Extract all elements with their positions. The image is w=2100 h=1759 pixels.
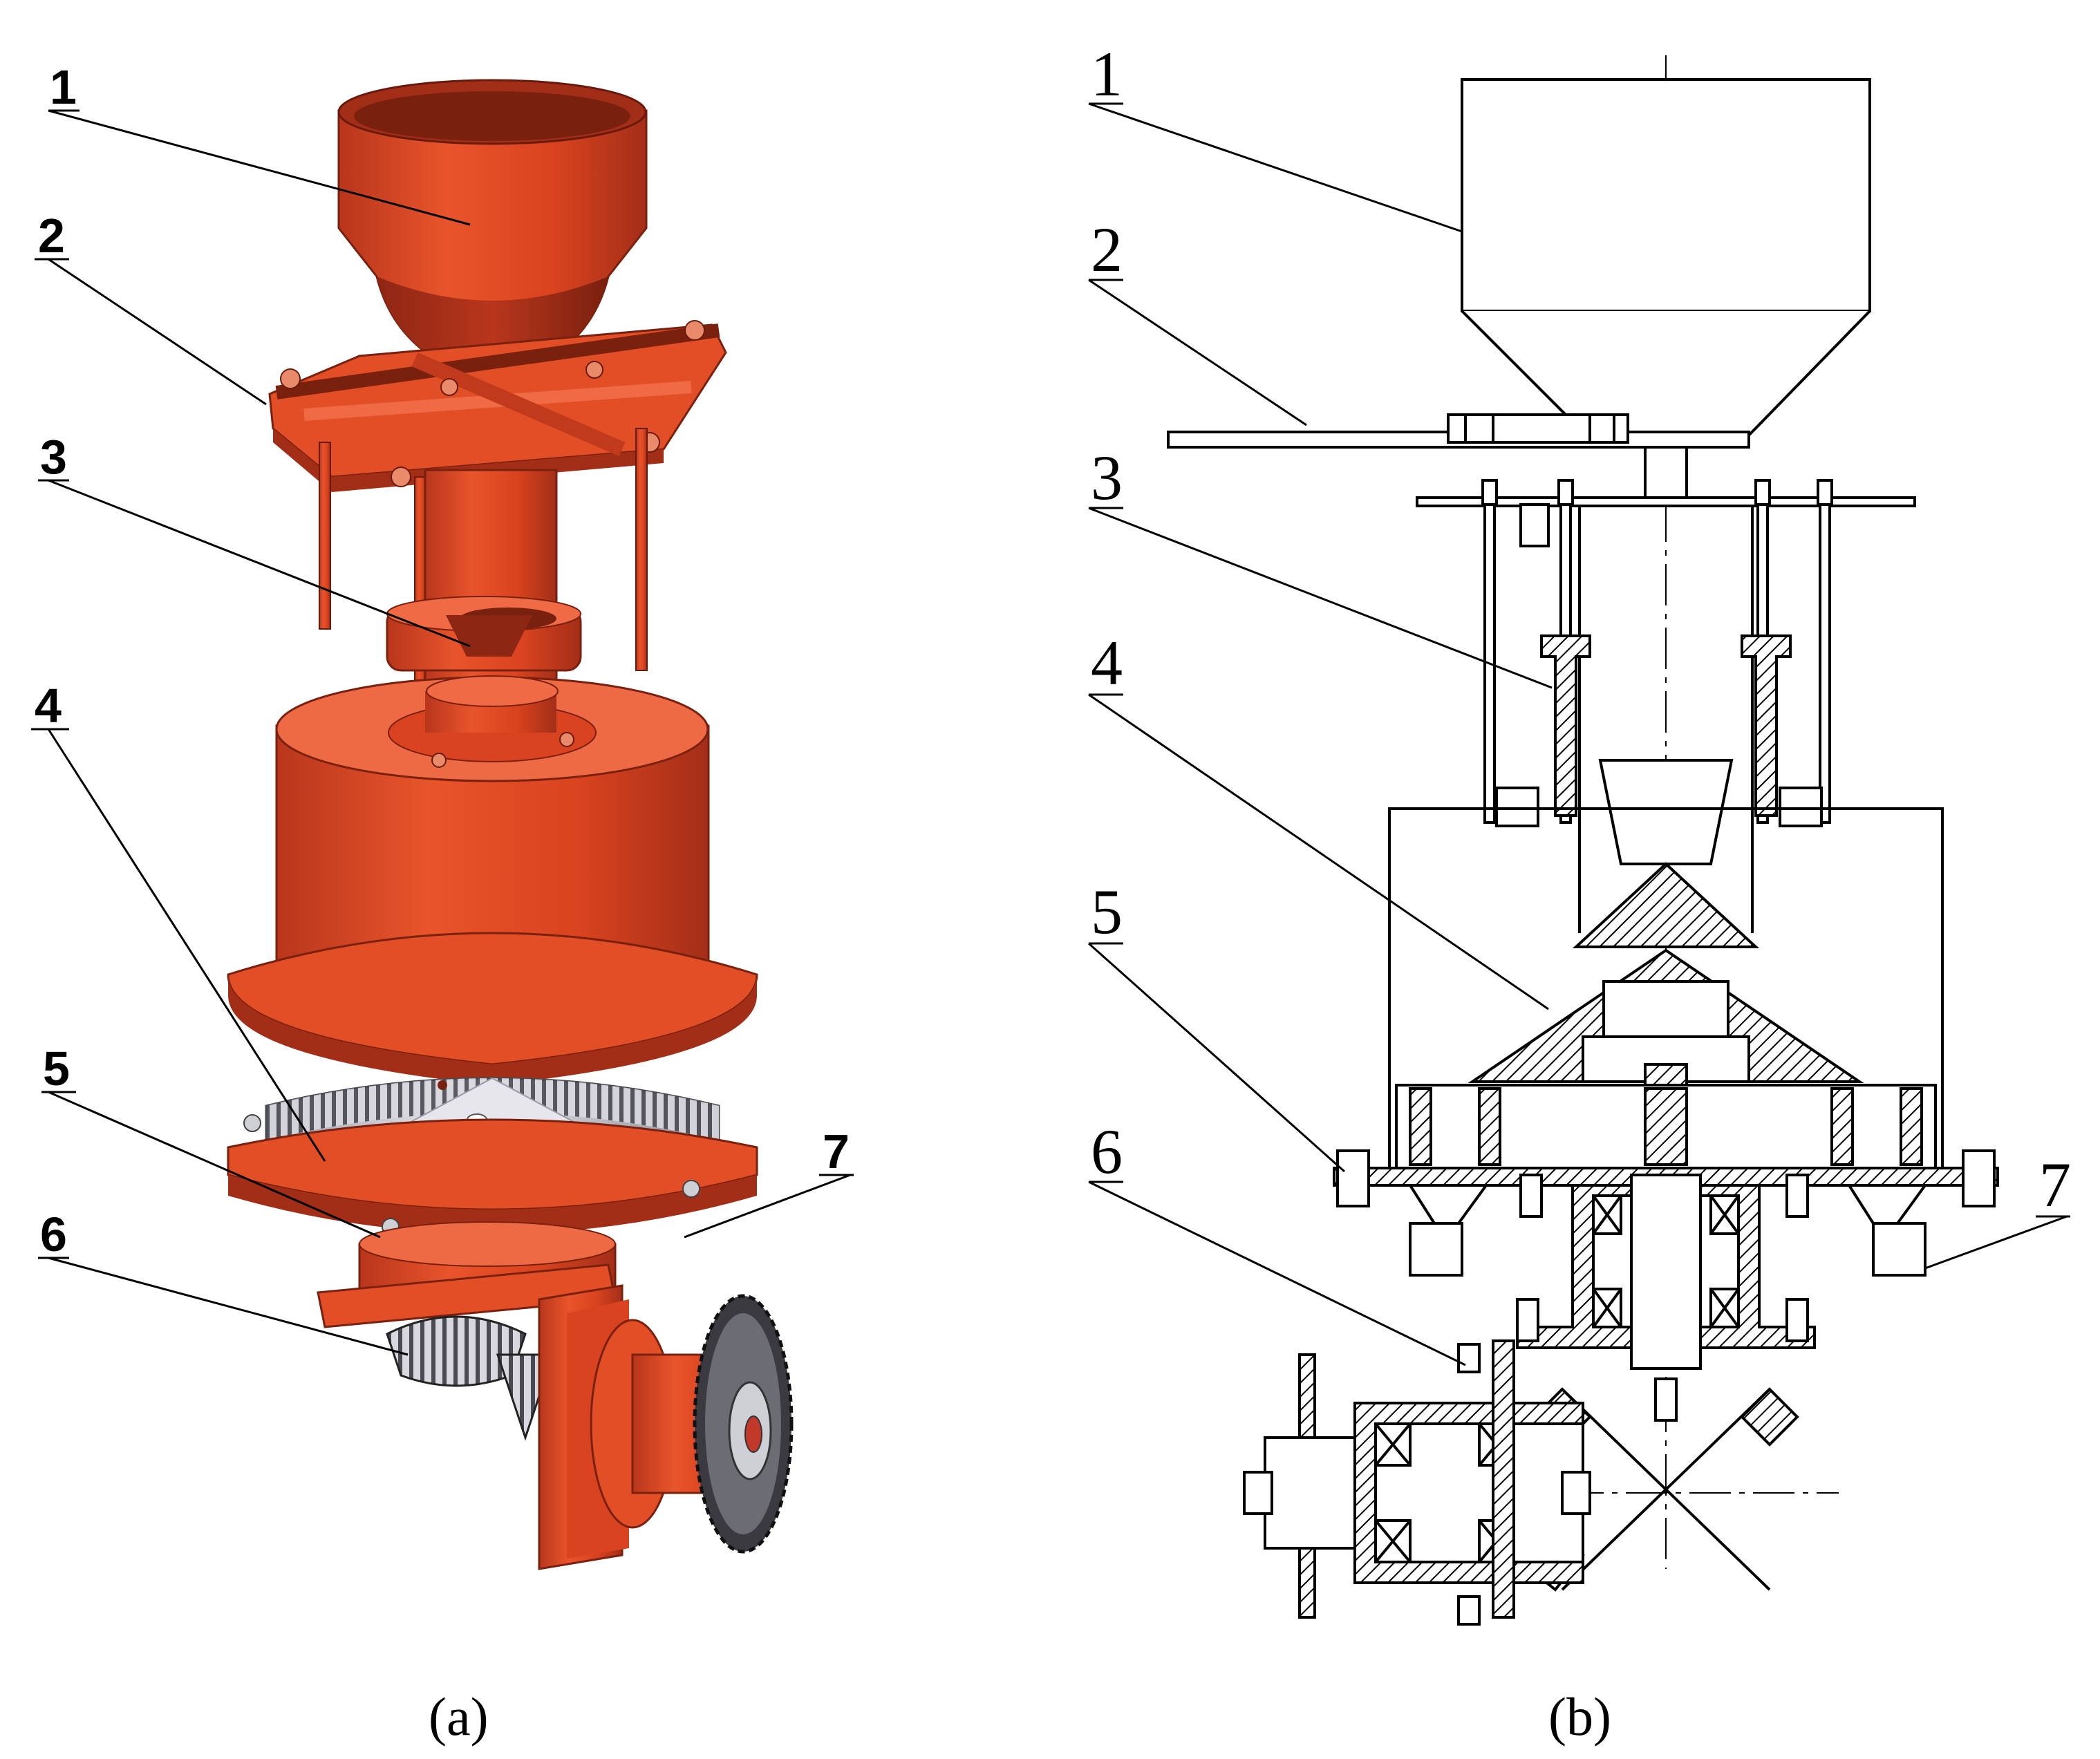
label-a-1: 1 <box>50 60 77 114</box>
label-a-6: 6 <box>40 1207 67 1261</box>
hopper-section <box>1461 78 1871 499</box>
leaders-b <box>1088 102 2068 1366</box>
label-b-3: 3 <box>1091 442 1123 513</box>
leaders-a <box>47 109 851 1356</box>
panel-b-drawing <box>1088 55 2070 1626</box>
label-b-1: 1 <box>1091 39 1123 109</box>
labels-panel-b: 1 2 3 4 5 6 7 (b) <box>1091 39 2071 1747</box>
label-b-6: 6 <box>1091 1116 1123 1187</box>
label-a-3: 3 <box>40 430 67 484</box>
label-a-2: 2 <box>38 209 65 263</box>
labels-panel-a: 1 2 3 4 5 6 7 (a) <box>35 60 850 1747</box>
label-b-5: 5 <box>1091 876 1123 947</box>
label-b-4: 4 <box>1091 628 1123 698</box>
sprocket-3d <box>693 1294 794 1554</box>
lower-cavity-section <box>1395 1084 1937 1169</box>
feed-tube-section <box>1540 505 1792 933</box>
gearbox-3d <box>317 1221 785 1570</box>
label-a-7: 7 <box>823 1125 850 1178</box>
support-rods-3d <box>319 428 648 706</box>
leader-underlines-a <box>31 109 854 1259</box>
label-b-2: 2 <box>1091 214 1123 285</box>
horizontal-shaft-section <box>1243 1339 1591 1619</box>
bearing-housing-section <box>1516 1174 1816 1370</box>
housing-3d <box>227 675 758 1085</box>
top-plate-section <box>1167 413 1750 449</box>
outlets-section <box>1407 1184 1928 1277</box>
label-a-5: 5 <box>43 1042 70 1095</box>
panel-a-render <box>31 79 854 1570</box>
bolts-section <box>1457 1174 1809 1626</box>
label-b-7: 7 <box>2039 1149 2071 1220</box>
mount-plate-section <box>1416 479 1916 547</box>
leader-underlines-b <box>1089 102 2070 1218</box>
caption-a: (a) <box>429 1686 489 1747</box>
caption-b: (b) <box>1548 1686 1611 1747</box>
base-plate-3d <box>227 1114 758 1236</box>
label-a-4: 4 <box>35 679 62 733</box>
top-frame-3d <box>268 320 727 492</box>
